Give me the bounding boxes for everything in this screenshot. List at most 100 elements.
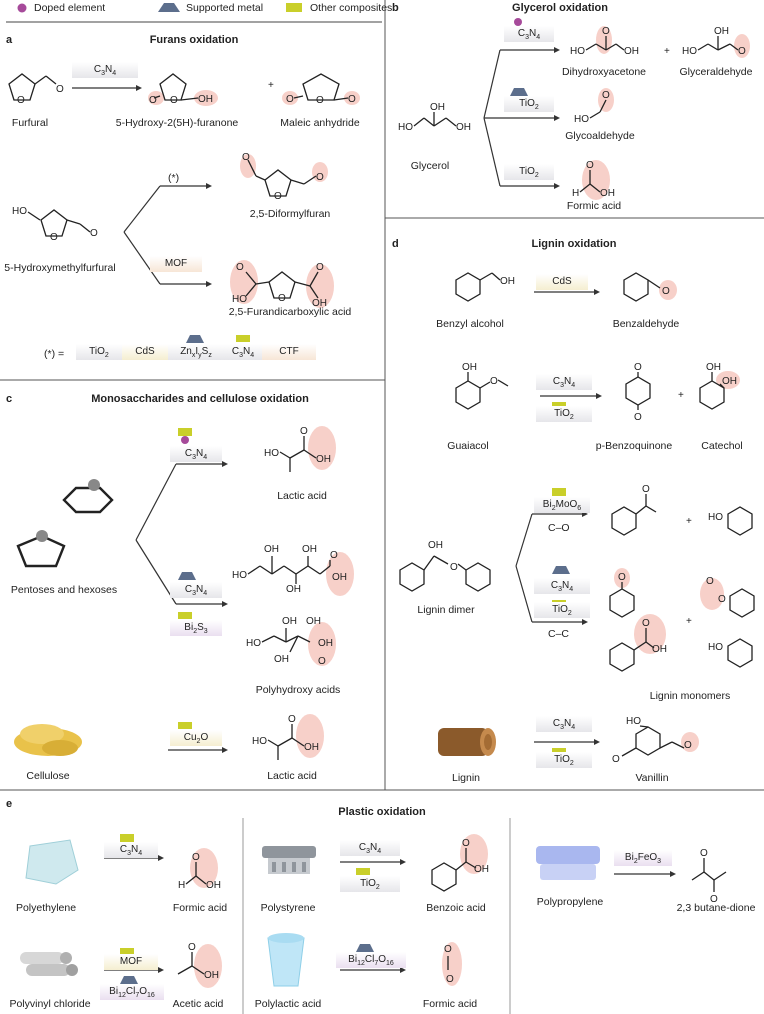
a-fdca-label: 2,5-Furandicarboxylic acid	[228, 306, 352, 318]
e-ps-product: Benzoic acid	[426, 902, 486, 914]
b-cat1: C3N4	[504, 26, 554, 42]
catechol-structure: OH OH	[699, 362, 740, 410]
a-star-item-cds: CdS	[122, 344, 168, 360]
svg-text:O: O	[330, 550, 338, 561]
pla-cup-icon	[267, 933, 305, 987]
d-benzoquinone-label: p-Benzoquinone	[595, 440, 673, 452]
svg-text:+: +	[678, 390, 684, 401]
e-ps-cat-top: C3N4	[340, 840, 400, 856]
c-pentoses-label: Pentoses and hexoses	[10, 584, 118, 596]
d-r3-cat1: Bi2MoO6	[534, 497, 590, 513]
svg-text:O: O	[316, 172, 324, 183]
svg-text:O: O	[236, 262, 244, 273]
e-pvc-cat-top: MOF	[104, 954, 158, 970]
b-glycerol-label: Glycerol	[410, 160, 450, 172]
acetophenone-structure: O	[611, 484, 657, 536]
benzaldehyde-structure-2: O	[609, 568, 635, 618]
svg-text:O: O	[192, 852, 200, 863]
svg-text:O: O	[718, 594, 726, 605]
b-glyceraldehyde-label: Glyceraldehyde	[679, 66, 753, 78]
svg-text:OH: OH	[706, 362, 721, 373]
svg-text:O: O	[710, 894, 718, 905]
p-benzoquinone-structure: OO	[625, 362, 651, 423]
a-star-catalyst: (*)	[168, 172, 180, 184]
a-dff-label: 2,5-Diformylfuran	[249, 208, 331, 220]
svg-text:O: O	[90, 228, 98, 239]
phenol-structure-2: HO	[708, 638, 753, 668]
e-ps-cat-bottom: TiO2	[340, 876, 400, 892]
c-cat2: C3N4	[170, 582, 222, 598]
c-cat1: C3N4	[170, 446, 222, 462]
panel-c-letter: c	[6, 393, 13, 405]
legend-markers	[6, 3, 382, 23]
b-cat3: TiO2	[504, 164, 554, 180]
legend-supported-label: Supported metal	[186, 2, 264, 14]
panel-a-letter: a	[6, 34, 13, 46]
svg-text:H: H	[572, 188, 579, 199]
svg-text:O: O	[706, 576, 714, 587]
svg-text:O: O	[612, 754, 620, 765]
polystyrene-tray-icon	[262, 846, 316, 874]
supported-metal-marker	[158, 3, 180, 12]
svg-text:O: O	[278, 293, 286, 304]
vanillin-structure: HO O O	[612, 716, 699, 765]
svg-text:OH: OH	[306, 616, 321, 627]
lignin-dimer-structure: OH O	[399, 540, 491, 592]
e-pp-label: Polypropylene	[536, 896, 604, 908]
a-star-item-tio2: TiO2	[76, 344, 122, 360]
a-star-item-c3n4: C3N4	[224, 344, 262, 360]
d-vanillin-label: Vanillin	[635, 772, 669, 784]
d-r4-cat-top: C3N4	[536, 716, 592, 732]
d-r3-cleave1: C–O	[548, 522, 570, 534]
svg-text:O: O	[170, 95, 178, 106]
svg-text:O: O	[700, 848, 708, 859]
panel-d-title: Lignin oxidation	[531, 238, 617, 250]
b-cat2: TiO2	[504, 96, 554, 112]
phenol-structure-1: HO	[708, 506, 753, 536]
svg-text:OH: OH	[264, 544, 279, 555]
svg-text:O: O	[274, 191, 282, 202]
butanedione-structure: O O	[691, 848, 727, 905]
lactic-acid-structure-2: HO O OH	[252, 714, 324, 760]
glyceraldehyde-structure: HO OH O	[682, 26, 750, 58]
d-r1-catalyst: CdS	[536, 274, 588, 290]
c-lactic1-label: Lactic acid	[277, 490, 327, 502]
svg-text:O: O	[286, 94, 294, 105]
polyhydroxy-acid-c5-structure: HO OH OH OH OH O	[246, 616, 336, 667]
svg-text:HO: HO	[708, 512, 723, 523]
svg-text:OH: OH	[652, 644, 667, 655]
benzyl-alcohol-structure: OH	[455, 272, 515, 302]
svg-text:HO: HO	[232, 294, 247, 305]
dff-structure: O O O	[240, 152, 328, 202]
svg-text:OH: OH	[198, 94, 213, 105]
svg-text:OH: OH	[312, 298, 327, 309]
legend-doped-label: Doped element	[34, 2, 106, 14]
e-ps-label: Polystyrene	[260, 902, 316, 914]
svg-text:HO: HO	[574, 114, 589, 125]
svg-text:HO: HO	[708, 642, 723, 653]
a-star-label: (*) =	[44, 348, 65, 360]
hexose-ring-icon	[62, 479, 114, 514]
guaiacol-structure: OH O	[455, 362, 509, 410]
svg-text:OH: OH	[282, 616, 297, 627]
lignin-log-icon	[438, 728, 496, 756]
d-r2-cat-top: C3N4	[536, 374, 592, 390]
svg-text:O: O	[462, 838, 470, 849]
svg-text:O: O	[242, 152, 250, 163]
svg-text:O: O	[318, 656, 326, 667]
svg-text:HO: HO	[246, 638, 261, 649]
svg-text:HO: HO	[570, 46, 585, 57]
polypropylene-box-icon	[536, 846, 600, 880]
svg-text:O: O	[490, 376, 498, 387]
svg-text:O: O	[642, 618, 650, 629]
svg-text:H: H	[178, 880, 185, 891]
svg-text:OH: OH	[274, 654, 289, 665]
a-star-item-ctf: CTF	[262, 344, 316, 360]
formic-acid-structure-e1: H O OH	[178, 848, 221, 891]
panel-c-title: Monosaccharides and cellulose oxidation	[91, 393, 309, 405]
svg-text:+: +	[686, 616, 692, 627]
svg-text:OH: OH	[318, 638, 333, 649]
svg-text:O: O	[738, 46, 746, 57]
